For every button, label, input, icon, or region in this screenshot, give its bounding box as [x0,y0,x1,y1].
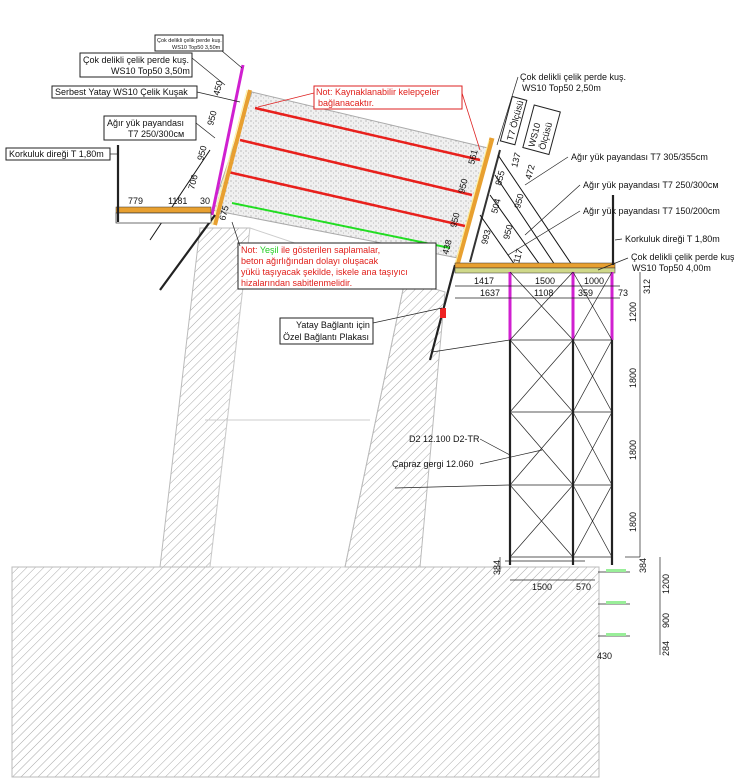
callout-text: Çok delikli çelik perde kuş. [631,252,734,262]
callout-text: Çok delikli çelik perde kuş. [83,55,189,65]
note-text: bağlanacaktır. [318,98,374,108]
dim: 855 [493,169,507,186]
clamp-line [254,106,481,162]
dim: 1800 [628,440,638,460]
dim: 1108 [534,288,553,298]
callout-text: Yatay Bağlantı için [296,320,370,330]
dim: 450 [211,79,225,96]
dim: 438 [440,238,454,255]
callout-text: Özel Bağlantı Plakası [283,332,369,342]
note-clamps: Not: Kaynaklanabilir kelepçeler bağlanac… [257,85,481,151]
dim: 950 [195,144,209,161]
callout-text: Serbest Yatay WS10 Çelik Kuşak [55,87,188,97]
dim: 993 [479,228,493,245]
dim: 137 [509,151,523,168]
scaffold-tower [394,271,630,637]
callout-text: WS10 Top50 3,50m [172,45,221,51]
note-text: yükü taşıyacak şekilde, iskele ana taşıy… [241,267,408,277]
dim: 1000 [584,276,604,286]
dim: 675 [217,204,231,221]
dim: 117 [511,248,524,264]
dim: 284 [661,641,671,656]
callouts-right: Çok delikli çelik perde kuş. WS10 Top50 … [279,72,734,469]
clamp-line [227,170,466,228]
dim: 472 [523,163,537,180]
dim: 950 [205,109,219,126]
dimension-lines [455,272,661,655]
dim: 706 [186,173,200,190]
dim: 561 [466,148,480,165]
dim: 1181 [168,196,187,206]
callout-text: Ağır yük payandası [107,118,184,128]
note-green-anchors: Not: Yeşil ile gösterilen saplamalar, be… [231,221,437,290]
right-formwork [428,137,616,361]
dim: 1800 [628,512,638,532]
concrete-slab [211,91,489,259]
dim: 950 [512,192,526,209]
callouts-left: Çok delikli çelik perde kuş. WS10 Top50 … [5,34,243,161]
dim: 1200 [628,302,638,322]
callout-text: Çok delikli çelik perde kuş. [520,72,626,82]
callout-text: Korkuluk direği T 1,80m [9,149,104,159]
dim: 779 [128,196,143,206]
callout-text: WS10 Top50 2,50m [522,83,601,93]
dim: 73 [618,288,628,298]
dim: 900 [661,613,671,628]
dim: 570 [576,582,591,592]
callout-text: WS10 Top50 4,00m [632,263,711,273]
callout-text: Ağır yük payandası T7 250/300cм [583,180,719,190]
dim: 1800 [628,368,638,388]
dim: 1637 [480,288,500,298]
dim: 1500 [535,276,555,286]
callout-text: Ağır yük payandası T7 305/355cm [571,152,708,162]
dim: 384 [638,558,648,573]
clamp-line [239,138,473,197]
note-text: Not: Kaynaklanabilir kelepçeler [316,87,440,97]
dim: 950 [501,223,515,240]
callout-text: D2 12.100 D2-TR [409,434,480,444]
note-text: Not: Yeşil ile gösterilen saplamalar, [241,245,380,255]
note-text: hizalarından sabitlenmelidir. [241,278,352,288]
dim: 430 [597,651,612,661]
callout-text: Korkuluk direği T 1,80m [625,234,720,244]
left-formwork [115,64,252,291]
callout-text: Ağır yük payandası T7 150/200cm [583,206,720,216]
dim: 1200 [661,574,671,594]
dim: 312 [642,279,652,294]
dim: 30 [200,196,210,206]
callout-text: Çok delikli çelik perde kuş. [157,38,222,44]
dim: 359 [578,288,593,298]
dimension-texts: 450 950 950 706 779 1181 30 675 561 950 … [128,79,671,661]
dim: 950 [456,177,470,194]
dim: 504 [489,197,503,214]
ground-section [11,227,600,778]
ws10-scale-box: WS10 Ölçüsü [522,104,561,156]
dim: 384 [492,560,502,575]
note-text: beton ağırlığından dolayı oluşacak [241,256,379,266]
dim: 1500 [532,582,552,592]
anchor-line [231,202,451,249]
dim: 950 [448,211,462,228]
callout-text: WS10 Top50 3,50m [111,66,190,76]
callout-text: Çapraz gergi 12.060 [392,459,474,469]
dim: 1417 [474,276,494,286]
callout-text: T7 250/300cм [128,129,184,139]
